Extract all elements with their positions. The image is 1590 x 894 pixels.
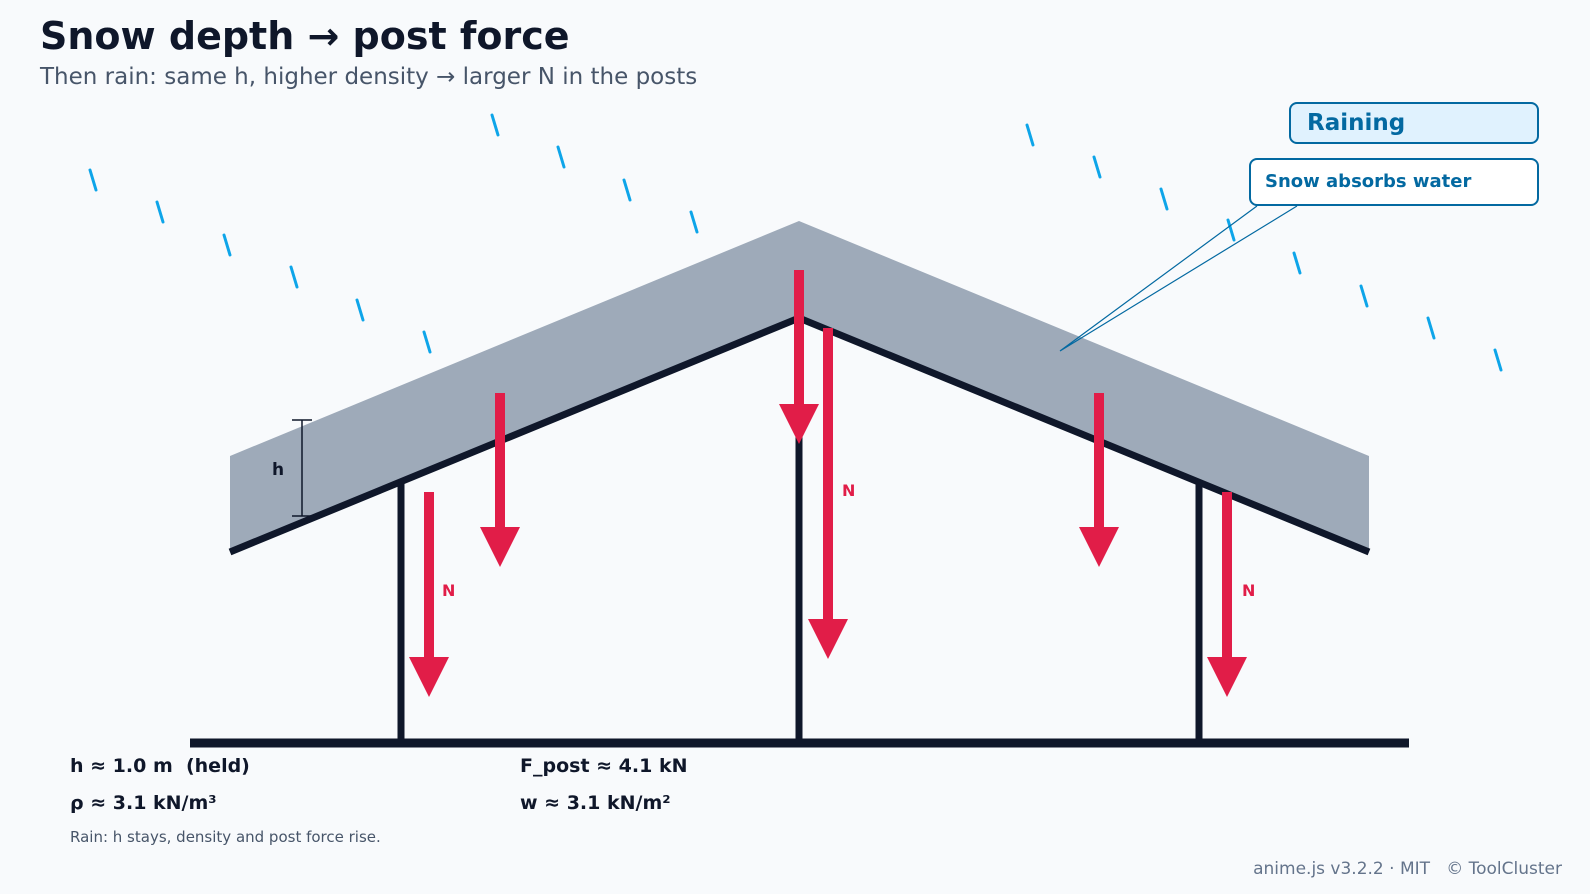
rain-drop bbox=[155, 200, 165, 224]
load-arrows bbox=[480, 270, 1119, 567]
post-force-readout: F_post ≈ 4.1 kN bbox=[520, 755, 688, 777]
rain-drop bbox=[689, 210, 699, 234]
rain-drop bbox=[1426, 316, 1436, 340]
rain-drop bbox=[490, 113, 500, 137]
load-readout: w ≈ 3.1 kN/m² bbox=[520, 792, 671, 814]
rain-drop bbox=[355, 298, 365, 322]
rain-drop bbox=[222, 233, 232, 257]
rain-drop bbox=[1493, 348, 1503, 372]
snow-callout: Snow absorbs water bbox=[1249, 158, 1539, 206]
rain-drop bbox=[1159, 187, 1169, 211]
depth-readout: h ≈ 1.0 m (held) bbox=[70, 755, 250, 777]
rain-drop bbox=[1292, 251, 1302, 275]
rain-drop bbox=[556, 145, 566, 169]
page-subtitle: Then rain: same h, higher density → larg… bbox=[40, 64, 698, 90]
rain-drop bbox=[289, 265, 299, 289]
rain-streaks bbox=[88, 113, 1503, 372]
rain-drop bbox=[622, 178, 632, 202]
footer-credits: anime.js v3.2.2 · MIT © ToolCluster bbox=[1253, 859, 1562, 879]
force-label-right: N bbox=[1242, 581, 1255, 600]
rain-drop bbox=[1092, 155, 1102, 179]
height-dimension bbox=[292, 419, 312, 517]
force-label-left: N bbox=[442, 581, 455, 600]
rain-drop bbox=[88, 168, 98, 192]
rain-drop bbox=[1025, 123, 1035, 147]
page-title: Snow depth → post force bbox=[40, 14, 570, 58]
post-force-arrows bbox=[409, 328, 1247, 697]
rain-drop bbox=[1359, 284, 1369, 308]
raining-badge: Raining bbox=[1289, 102, 1539, 144]
height-label: h bbox=[272, 460, 284, 480]
rain-drop bbox=[422, 330, 432, 354]
force-label-center: N bbox=[842, 481, 855, 500]
callout-pointer bbox=[1059, 205, 1298, 352]
rain-drop bbox=[1226, 218, 1236, 242]
rain-note: Rain: h stays, density and post force ri… bbox=[70, 828, 381, 846]
density-readout: ρ ≈ 3.1 kN/m³ bbox=[70, 792, 217, 814]
